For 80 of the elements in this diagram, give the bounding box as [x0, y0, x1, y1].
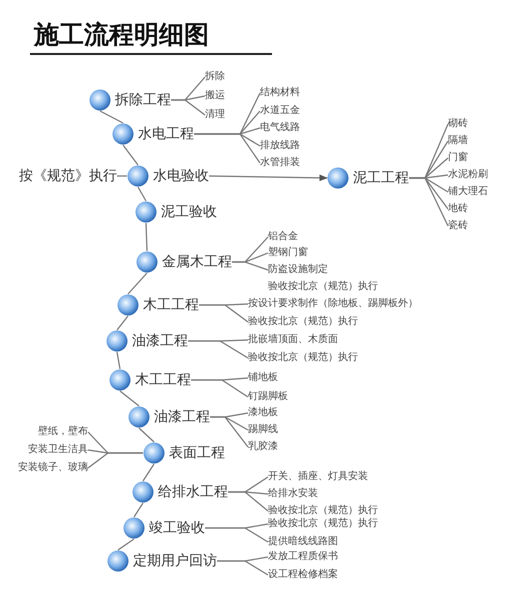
connector-line: [210, 416, 248, 448]
item-text: 门窗: [448, 151, 468, 165]
connector-line: [137, 186, 147, 202]
item-text: 给排水安装: [268, 487, 318, 501]
connector-line: [138, 428, 154, 442]
item-text: 防盗设施制定: [268, 263, 328, 277]
item-text: 安装镜子、玻璃: [18, 461, 88, 475]
connector-line: [128, 272, 148, 294]
item-text: 水泥粉刷: [448, 168, 488, 182]
step-label: 拆除工程: [115, 91, 171, 110]
step-label: 木工工程: [135, 371, 191, 390]
item-text: 拆除: [205, 70, 225, 84]
item-text: 壁纸，壁布: [38, 425, 88, 439]
step-label: 泥工工程: [353, 169, 409, 188]
step-label: 金属木工程: [162, 253, 232, 272]
item-text: 水管排装: [260, 156, 300, 170]
connector-line: [142, 464, 154, 482]
step-label: 定期用户回访: [133, 552, 217, 571]
item-text: 批嵌墙顶面、木质面: [248, 333, 338, 347]
step-label: 给排水工程: [158, 483, 228, 502]
item-text: 验收按北京（规范）执行: [268, 504, 378, 518]
step-label: 油漆工程: [154, 408, 210, 427]
connector-line: [188, 340, 248, 359]
connector-line: [116, 316, 128, 330]
connector-line: [205, 527, 268, 543]
step-label: 表面工程: [169, 444, 225, 463]
item-text: 电气线路: [260, 121, 300, 135]
step-label: 油漆工程: [132, 332, 188, 351]
item-text: 塑钢门窗: [268, 246, 308, 260]
connector-line: [88, 452, 143, 468]
item-text: 铝合金: [268, 230, 298, 244]
item-text: 设工程检修档案: [268, 568, 338, 582]
connector-line: [134, 502, 144, 518]
connector-line: [228, 491, 268, 512]
item-text: 瓷砖: [448, 219, 468, 233]
item-text: 水道五金: [260, 104, 300, 118]
item-text: 验收按北京（规范）执行: [248, 351, 358, 365]
item-text: 钉踢脚板: [248, 390, 288, 404]
item-text: 铺地板: [248, 371, 278, 385]
item-text: 按《规范》执行: [19, 167, 117, 185]
item-text: 清理: [205, 108, 225, 122]
title: 施工流程明细图: [34, 19, 209, 51]
item-text: 搬运: [205, 89, 225, 103]
step-label: 木工工程: [143, 296, 199, 315]
item-text: 发放工程质保书: [268, 550, 338, 564]
connector-line: [122, 144, 138, 166]
connector-line: [191, 379, 248, 398]
item-text: 排放线路: [260, 139, 300, 153]
connector-line: [118, 538, 134, 550]
connector-line: [120, 390, 140, 406]
connector-line: [199, 304, 248, 322]
step-label: 竣工验收: [149, 519, 205, 538]
connector-line: [116, 352, 121, 370]
arrow: [208, 174, 328, 182]
connector-line: [145, 222, 148, 252]
item-text: 踢脚线: [248, 423, 278, 437]
item-text: 验收按北京（规范）执行: [248, 315, 358, 329]
item-text: 提供暗线线路图: [268, 535, 338, 549]
item-text: 漆地板: [248, 406, 278, 420]
item-text: 开关、插座、灯具安装: [268, 470, 368, 484]
item-text: 结构材料: [260, 86, 300, 100]
item-text: 安装卫生洁具: [28, 443, 88, 457]
item-text: 验收按北京（规范）执行: [268, 517, 378, 531]
note-text: 验收按北京（规范）执行: [268, 280, 378, 294]
step-label: 水电验收: [153, 167, 209, 186]
item-text: 砌砖: [448, 117, 468, 131]
connector-line: [100, 110, 124, 124]
item-text: 隔墙: [448, 134, 468, 148]
item-text: 铺大理石: [448, 185, 488, 199]
connector-line: [232, 261, 268, 271]
item-text: 地砖: [448, 202, 468, 216]
connector-line: [117, 175, 127, 177]
step-label: 水电工程: [138, 125, 194, 144]
connector-line: [171, 99, 206, 116]
item-text: 按设计要求制作（除地板、踢脚板外）: [248, 297, 418, 311]
connector-line: [409, 177, 449, 226]
connector-line: [194, 133, 260, 164]
connector-line: [217, 560, 268, 576]
item-text: 乳胶漆: [248, 440, 278, 454]
step-label: 泥工验收: [161, 203, 217, 222]
